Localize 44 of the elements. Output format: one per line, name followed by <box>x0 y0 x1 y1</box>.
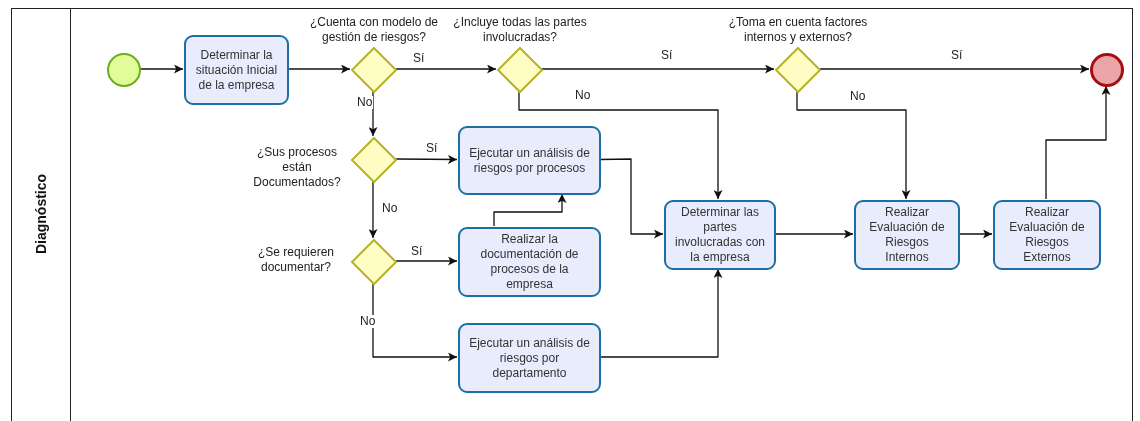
arrow <box>139 64 184 74</box>
start-event-circle <box>107 53 141 87</box>
task-box: Ejecutar un análisis de riesgos por procesos <box>458 126 601 195</box>
task-box: Realizar Evaluación de Riesgos Internos <box>854 200 960 270</box>
question-label: ¿Sus procesos están Documentados? <box>252 145 342 190</box>
arrow <box>287 64 351 74</box>
arrow <box>1045 85 1111 200</box>
question-label: ¿Se requieren documentar? <box>256 245 335 275</box>
edge-label: Sí <box>950 49 964 62</box>
arrow <box>368 181 378 239</box>
edge-label: Sí <box>660 49 674 62</box>
question-label: ¿Toma en cuenta factores internos y externos? <box>727 15 869 45</box>
arrow <box>599 268 723 358</box>
edge-label: No <box>381 202 399 215</box>
arrow <box>819 64 1090 74</box>
arrow <box>541 64 775 74</box>
end-event-circle <box>1090 53 1124 87</box>
arrow <box>368 91 378 137</box>
edge-label: No <box>359 315 377 328</box>
arrow <box>395 256 458 266</box>
edge-label: No <box>356 96 374 109</box>
edge-label: Sí <box>425 142 439 155</box>
edge-label: No <box>574 89 592 102</box>
arrow <box>774 229 854 239</box>
arrow <box>958 229 993 239</box>
edge-label: Sí <box>410 245 424 258</box>
task-box: Realizar la documentación de procesos de la empresa <box>458 227 601 297</box>
arrow <box>599 158 664 239</box>
task-box: Realizar Evaluación de Riesgos Externos <box>993 200 1101 270</box>
arrow <box>518 91 723 200</box>
swimlane <box>11 8 1133 421</box>
task-box: Ejecutar un análisis de riesgos por departamento <box>458 323 601 393</box>
question-label: ¿Incluye todas las partes involucradas? <box>452 15 588 45</box>
arrow <box>395 64 497 74</box>
arrow <box>372 283 458 362</box>
edge-label: No <box>849 90 867 103</box>
arrow <box>493 193 567 227</box>
arrow <box>395 154 458 164</box>
edge-label: Sí <box>412 52 426 65</box>
task-box: Determinar las partes involucradas con la empresa <box>664 200 776 270</box>
question-label: ¿Cuenta con modelo de gestión de riesgos? <box>308 15 440 45</box>
arrow <box>796 91 911 200</box>
lane-title: Diagnóstico <box>33 173 49 255</box>
task-box: Determinar la situación Inicial de la empresa <box>184 35 289 105</box>
